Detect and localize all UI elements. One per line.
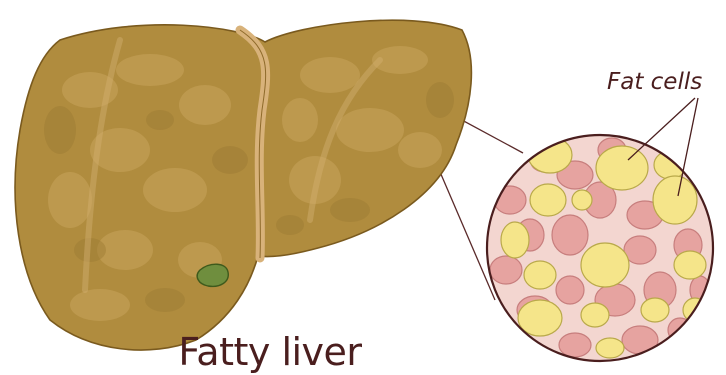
figure-title: Fatty liver — [150, 332, 390, 372]
fat-cells-label: Fat cells — [607, 69, 702, 95]
liver — [15, 20, 471, 350]
magnified-tissue — [487, 135, 713, 361]
